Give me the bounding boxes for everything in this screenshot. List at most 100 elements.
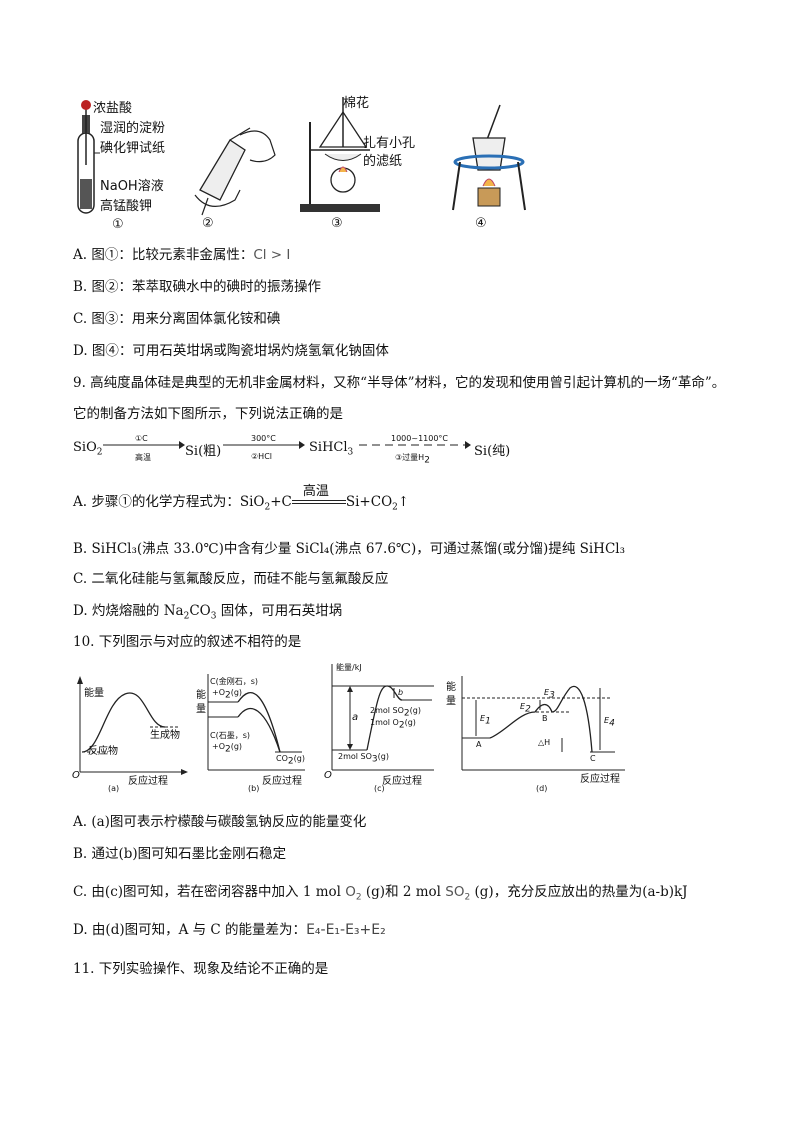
chart-c-so2: 2mol SO2(g) — [370, 706, 421, 719]
curve-a — [81, 692, 166, 753]
chart-b-co2: CO2(g) — [276, 754, 305, 767]
crucible-drawing — [452, 104, 526, 211]
q9-stem-line-1: 9. 高纯度晶体硅是典型的无机非金属材料，又称“半导体”材料，它的发现和使用曾引… — [73, 375, 726, 391]
energy-diagram-d-svg — [461, 676, 625, 771]
flow-arrow3-bottom: ③过量H2 — [395, 453, 430, 466]
q8-option-d[interactable]: D. 图④：可用石英坩埚或陶瓷坩埚灼烧氢氧化钠固体 — [73, 343, 389, 359]
q9-option-d-sub2: 3 — [210, 611, 217, 622]
figure-number-3: ③ — [331, 216, 343, 231]
q8-option-a-formula: Cl > I — [253, 247, 291, 263]
q9-option-d-pre: D. 灼烧熔融的 Na — [73, 603, 184, 619]
figure-number-1: ① — [112, 217, 124, 232]
q10-option-d-pre: D. 由(d)图可知，A 与 C 的能量差为： — [73, 922, 307, 938]
chart-d-ylabel-1: 能 — [446, 682, 456, 693]
chart-d-tag: (d) — [536, 784, 548, 793]
chart-b-ylabel-1: 能 — [196, 690, 206, 701]
label-kmno4: 高锰酸钾 — [100, 199, 153, 214]
q10-option-d[interactable]: D. 由(d)图可知，A 与 C 的能量差为：E₄-E₁-E₃+E₂ — [73, 918, 386, 938]
chart-d-e4: E4 — [604, 716, 615, 729]
q11-stem: 11. 下列实验操作、现象及结论不正确的是 — [73, 961, 329, 977]
q10-option-c-post: (g)，充分反应放出的热量为(a-b)kJ — [470, 884, 688, 900]
chart-a-ylabel: 能量 — [84, 688, 104, 699]
q8-option-b[interactable]: B. 图②：苯萃取碘水中的碘时的振荡操作 — [73, 279, 322, 295]
chart-d-point-a: A — [476, 740, 482, 749]
q9-option-d[interactable]: D. 灼烧熔融的 Na2CO3 固体，可用石英坩埚 — [73, 599, 342, 622]
chart-b-diamond: C(金刚石，s) — [210, 677, 258, 686]
flow-sihcl3: SiHCl3 — [309, 440, 354, 458]
q9-option-d-mid: CO — [189, 603, 211, 619]
label-pierced: 扎有小孔 — [363, 136, 416, 151]
apparatus-figure-4: ④ — [445, 100, 535, 235]
q9-option-b[interactable]: B. SiHCl₃(沸点 33.0℃)中含有少量 SiCl₄(沸点 67.6℃)… — [73, 541, 626, 557]
chart-a-tag: (a) — [108, 784, 120, 793]
chart-a-origin: O — [72, 770, 80, 781]
flow-arrow1-top: ①C — [135, 434, 148, 443]
chart-c-ylabel: 能量/kJ — [336, 663, 362, 672]
q9-option-a-sub: 2 — [264, 502, 271, 513]
flow-sio2: SiO2 — [73, 440, 103, 458]
flow-arrow-2 — [223, 441, 305, 449]
q9-option-a-pre: A. 步骤①的化学方程式为：SiO — [73, 494, 265, 510]
curve-c — [366, 685, 403, 751]
q8-option-c[interactable]: C. 图③：用来分离固体氯化铵和碘 — [73, 311, 281, 327]
chart-b-ylabel-2: 量 — [196, 704, 206, 715]
chart-c-b: b — [398, 688, 404, 697]
q10-option-c[interactable]: C. 由(c)图可知，若在密闭容器中加入 1 mol O2 (g)和 2 mol… — [73, 880, 688, 903]
q9-option-a-condition: 高温 — [302, 483, 329, 499]
apparatus-figure-2: ② — [190, 120, 280, 235]
q10-stem: 10. 下列图示与对应的叙述不相符的是 — [73, 634, 302, 650]
chart-c-tag: (c) — [374, 784, 385, 793]
q10-option-c-o2: O2 — [345, 884, 362, 903]
figure-number-4: ④ — [475, 216, 487, 231]
sublimation-setup-drawing — [300, 97, 380, 212]
q8-option-a-text: A. 图①：比较元素非金属性： — [73, 247, 254, 263]
chart-a-xlabel: 反应过程 — [128, 776, 168, 787]
label-hcl: 浓盐酸 — [93, 101, 133, 116]
chart-c-so3: 2mol SO3(g) — [338, 752, 389, 765]
q9-option-c[interactable]: C. 二氧化硅能与氢氟酸反应，而硅不能与氢氟酸反应 — [73, 571, 389, 587]
figure-number-2: ② — [202, 216, 214, 231]
q9-option-d-sub1: 2 — [183, 611, 190, 622]
chart-d-point-c: C — [590, 754, 596, 763]
chart-a-product: 生成物 — [150, 730, 180, 741]
q10-option-a[interactable]: A. (a)图可表示柠檬酸与碳酸氢钠反应的能量变化 — [73, 814, 367, 830]
label-cotton: 棉花 — [343, 96, 370, 111]
flow-arrow3-top: 1000~1100°C — [391, 434, 449, 443]
curve-diamond — [237, 692, 281, 753]
energy-diagram-a-svg — [77, 676, 188, 775]
chart-c-xlabel: 反应过程 — [382, 776, 422, 787]
chart-c-a: a — [352, 712, 359, 723]
test-tube-drawing — [77, 100, 100, 214]
gas-arrow: ↑ — [397, 494, 410, 510]
chart-b-tag: (b) — [248, 784, 260, 793]
energy-diagram-b-svg — [207, 674, 305, 771]
energy-diagram-c-svg — [331, 664, 434, 771]
chart-d-e2: E2 — [520, 702, 531, 715]
flow-arrow-1 — [103, 441, 185, 449]
chart-d-e1: E1 — [480, 714, 491, 727]
energy-diagram-a: 能量 反应物 生成物 O 反应过程 (a) — [70, 672, 190, 797]
q10-option-c-mid: (g)和 2 mol — [361, 884, 446, 900]
chart-d-e3: E3 — [544, 688, 555, 701]
q10-option-b[interactable]: B. 通过(b)图可知石墨比金刚石稳定 — [73, 846, 287, 862]
q9-stem-line-2: 它的制备方法如下图所示，下列说法正确的是 — [73, 406, 343, 422]
q10-option-d-formula: E₄-E₁-E₃+E₂ — [306, 922, 386, 938]
chart-d-delta-h: △H — [538, 738, 551, 747]
q9-flow-diagram: SiO2 ①C 高温 Si(粗) 300°C ②HCl SiHCl3 1000~… — [73, 432, 533, 466]
q8-option-a[interactable]: A. 图①：比较元素非金属性：Cl > I — [73, 243, 290, 263]
apparatus-figure-3: 棉花 扎有小孔 的滤纸 ③ — [295, 92, 435, 235]
energy-diagram-b: 能 量 C(金刚石，s) +O2(g) C(石墨，s) +O2(g) CO2(g… — [190, 672, 310, 797]
q9-option-a-post: Si+CO — [345, 494, 393, 510]
chart-a-reactant: 反应物 — [88, 746, 118, 757]
chart-d-xlabel: 反应过程 — [580, 774, 620, 785]
flow-si-crude: Si(粗) — [185, 444, 222, 459]
energy-diagram-c: 能量/kJ a b 2mol SO2(g) 1mol O2(g) 2mol SO… — [322, 660, 437, 797]
chart-b-graphite-o2: +O2(g) — [212, 742, 243, 755]
chart-b-graphite: C(石墨，s) — [210, 731, 250, 740]
energy-diagram-d: 能 量 E1 E2 E3 E4 A B C △H 反应过程 (d) — [440, 672, 630, 797]
q10-option-c-pre: C. 由(c)图可知，若在密闭容器中加入 1 mol — [73, 884, 346, 900]
chart-c-origin: O — [324, 770, 332, 781]
curve-graphite — [237, 707, 281, 753]
reaction-condition-arrow: 高温 — [291, 484, 346, 510]
